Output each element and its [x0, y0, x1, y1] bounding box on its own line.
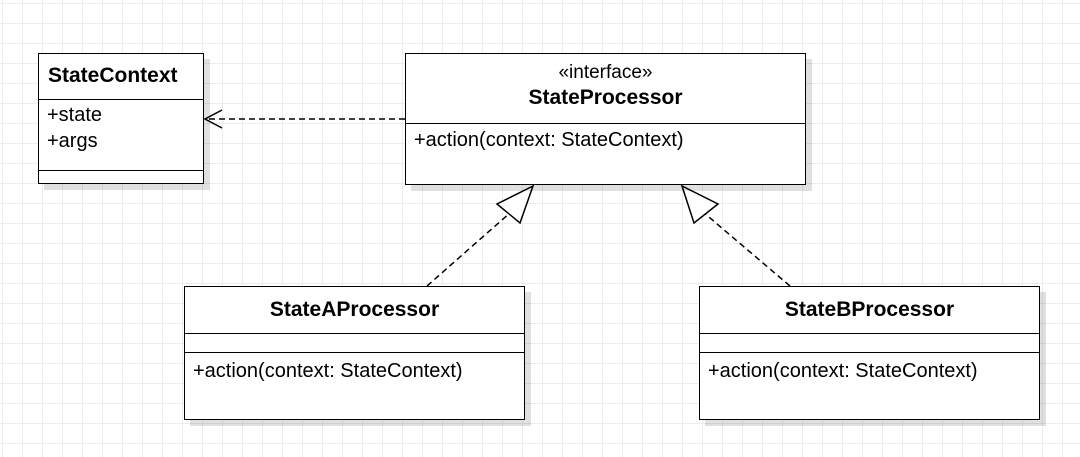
realization-triangle-b	[680, 184, 720, 225]
operations-compartment: +action(context: StateContext)	[406, 123, 805, 153]
attribute: +state	[47, 104, 103, 126]
class-header: StateAProcessor	[185, 287, 524, 333]
realization-triangle-a	[495, 184, 535, 225]
operation: +action(context: StateContext)	[193, 360, 463, 382]
operations-compartment	[39, 170, 203, 182]
class-header: StateBProcessor	[700, 287, 1039, 333]
operation: +action(context: StateContext)	[414, 129, 684, 151]
attributes-compartment	[185, 333, 524, 352]
class-name: StateAProcessor	[269, 298, 440, 321]
class-state-processor[interactable]: «interface» StateProcessor +action(conte…	[405, 53, 806, 185]
operations-compartment: +action(context: StateContext)	[185, 352, 524, 384]
attributes-compartment	[700, 333, 1039, 352]
realization-line-a	[426, 211, 512, 287]
class-header: «interface» StateProcessor	[406, 54, 805, 123]
class-state-a-processor[interactable]: StateAProcessor +action(context: StateCo…	[184, 286, 525, 420]
class-name: StateContext	[48, 64, 178, 87]
dependency-arrowhead	[203, 109, 223, 129]
attribute: +args	[47, 130, 98, 152]
operations-compartment: +action(context: StateContext)	[700, 352, 1039, 384]
realization-line-b	[702, 211, 791, 287]
class-name: StateBProcessor	[784, 298, 955, 321]
class-name: StateProcessor	[528, 86, 683, 109]
operation: +action(context: StateContext)	[708, 360, 978, 382]
attributes-compartment: +state +args	[39, 99, 203, 170]
stereotype-label: «interface»	[558, 62, 653, 83]
class-state-context[interactable]: StateContext +state +args	[38, 53, 204, 184]
class-header: StateContext	[39, 54, 203, 99]
class-state-b-processor[interactable]: StateBProcessor +action(context: StateCo…	[699, 286, 1040, 420]
